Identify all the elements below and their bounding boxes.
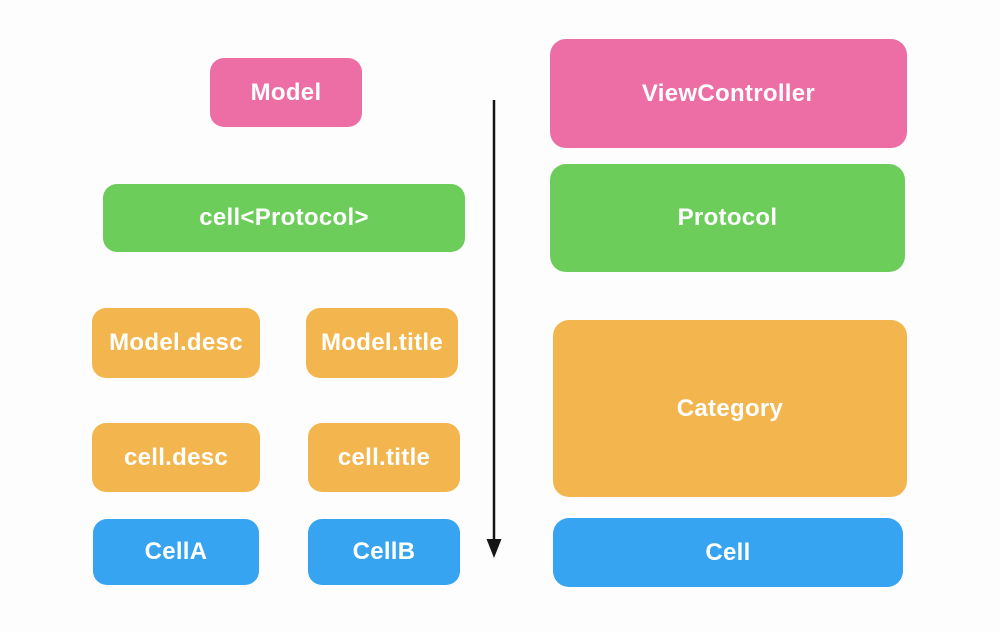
node-model-label: Model	[250, 78, 322, 106]
node-model: Model	[210, 58, 362, 127]
node-cell-desc: cell.desc	[92, 423, 260, 492]
node-cell-protocol: cell<Protocol>	[103, 184, 465, 252]
node-cell: Cell	[553, 518, 903, 587]
node-model-desc-label: Model.desc	[109, 329, 243, 356]
node-cell-a-label: CellA	[144, 538, 208, 565]
node-model-title: Model.title	[306, 308, 458, 378]
node-cell-protocol-label: cell<Protocol>	[199, 204, 369, 231]
node-category-label: Category	[676, 394, 784, 422]
node-protocol: Protocol	[550, 164, 905, 272]
node-cell-b: CellB	[308, 519, 460, 585]
node-category: Category	[553, 320, 907, 497]
node-cell-desc-label: cell.desc	[123, 443, 229, 471]
node-view-controller-label: ViewController	[641, 79, 816, 107]
node-model-desc: Model.desc	[92, 308, 260, 378]
node-protocol-label: Protocol	[677, 204, 778, 231]
node-cell-label: Cell	[705, 538, 751, 566]
node-cell-b-label: CellB	[352, 538, 416, 565]
down-arrow-icon	[486, 100, 502, 558]
node-view-controller: ViewController	[550, 39, 907, 148]
node-model-title-label: Model.title	[321, 329, 443, 356]
node-cell-title-label: cell.title	[337, 443, 431, 471]
node-cell-a: CellA	[93, 519, 259, 585]
node-cell-title: cell.title	[308, 423, 460, 492]
